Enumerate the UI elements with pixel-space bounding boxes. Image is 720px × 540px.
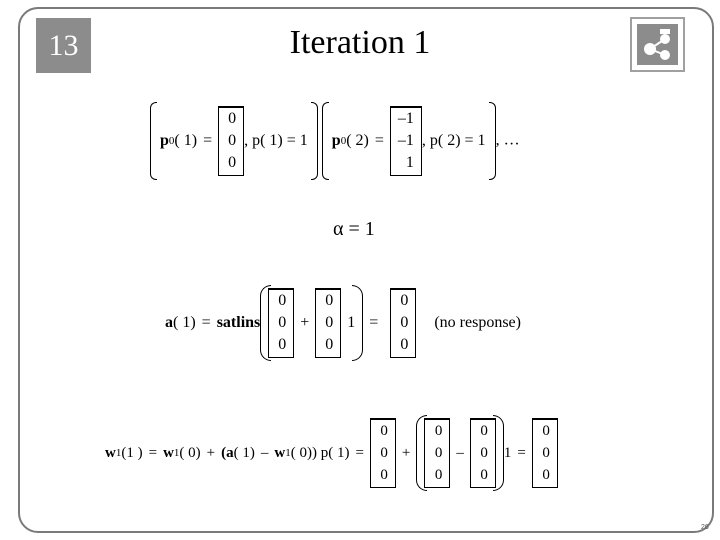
logo-icon xyxy=(630,17,685,72)
vector-cell: 0 xyxy=(480,445,488,461)
w-symbol: w xyxy=(105,444,116,461)
vector-cell: 0 xyxy=(380,467,388,483)
vector-cell: 0 xyxy=(400,292,409,309)
slide-frame xyxy=(18,7,714,533)
vector-cell: 0 xyxy=(278,314,287,331)
p1-vector: 0 0 0 xyxy=(218,106,245,176)
a-symbol: (a xyxy=(221,444,234,461)
adaptive-weight-vector: 0 0 0 xyxy=(315,288,342,358)
vector-cell: 0 xyxy=(380,445,388,461)
slide-title: Iteration 1 xyxy=(289,24,431,61)
vector-cell: 0 xyxy=(542,467,550,483)
vector-cell: 0 xyxy=(480,467,488,483)
p2-vector: –1 –1 1 xyxy=(389,106,422,176)
target-2: , p( 2) = 1 xyxy=(421,132,486,149)
equals-sign: = xyxy=(148,444,158,461)
alpha-symbol: α xyxy=(333,218,344,240)
satlins-function: satlins xyxy=(216,314,261,331)
vector-cell: 0 xyxy=(325,336,334,353)
w-subscript: 1 xyxy=(173,447,180,459)
w-vector: 0 0 0 xyxy=(469,418,496,488)
vector-cell: 0 xyxy=(434,445,443,461)
vector-cell: 0 xyxy=(542,423,550,439)
vector-cell: 0 xyxy=(380,423,388,439)
p-symbol: p xyxy=(160,132,169,149)
vector-cell: 0 xyxy=(542,445,550,461)
alpha-equation: α = 1 xyxy=(333,218,375,241)
minus-sign: – xyxy=(456,444,464,461)
alpha-value: = 1 xyxy=(348,218,375,240)
a-symbol: a xyxy=(165,314,173,331)
w-argument: ( 0) xyxy=(179,444,201,461)
difference-parentheses: 0 0 0 – 0 0 0 xyxy=(416,415,504,491)
vector-cell: 0 xyxy=(228,132,237,149)
vector-cell: 0 xyxy=(480,423,488,439)
p1-argument: ( 1) xyxy=(174,132,198,149)
vector-cell: 0 xyxy=(278,292,287,309)
vector-cell: –1 xyxy=(397,132,414,149)
p-symbol: p xyxy=(331,132,341,149)
plus-sign: + xyxy=(401,444,411,461)
vector-cell: 0 xyxy=(228,110,237,127)
p2-argument: ( 2) xyxy=(346,132,369,149)
scalar-value: 1 xyxy=(347,314,356,331)
update-tail: ( 0)) p( 1) xyxy=(290,444,350,461)
page-number: 26 xyxy=(701,524,709,531)
ellipsis: , … xyxy=(495,131,520,149)
scalar-value: 1 xyxy=(503,444,512,461)
vector-cell: 0 xyxy=(400,336,409,353)
vector-cell: 0 xyxy=(325,314,334,331)
w-argument: (1 ) xyxy=(121,444,143,461)
equals-sign: = xyxy=(203,132,213,149)
w-symbol: w xyxy=(274,444,286,461)
a-argument: ( 1) xyxy=(173,314,196,331)
w-subscript: 1 xyxy=(285,447,291,459)
a-vector: 0 0 0 xyxy=(424,418,451,488)
plus-sign: + xyxy=(206,444,216,461)
vector-cell: 1 xyxy=(405,154,414,171)
w0-vector: 0 0 0 xyxy=(369,418,396,488)
vector-cell: 0 xyxy=(325,292,334,309)
plus-sign: + xyxy=(300,314,310,331)
vector-cell: –1 xyxy=(397,110,414,127)
equals-sign: = xyxy=(369,314,379,331)
output-vector: 0 0 0 xyxy=(390,288,417,358)
equals-sign: = xyxy=(374,132,384,149)
target-1: , p( 1) = 1 xyxy=(244,132,308,149)
w1-result-vector: 0 0 0 xyxy=(531,418,558,488)
minus-sign: – xyxy=(260,444,269,461)
weight-vector: 0 0 0 xyxy=(268,288,295,358)
vector-cell: 0 xyxy=(278,336,287,353)
equals-sign: = xyxy=(201,314,211,331)
w-symbol: w xyxy=(163,444,174,461)
equals-sign: = xyxy=(355,444,364,461)
vector-cell: 0 xyxy=(228,154,237,171)
vector-cell: 0 xyxy=(434,467,443,483)
satlins-parentheses: 0 0 0 + 0 0 0 1 xyxy=(260,285,364,361)
a-argument: ( 1) xyxy=(233,444,255,461)
vector-cell: 0 xyxy=(400,314,409,331)
vector-cell: 0 xyxy=(434,423,443,439)
w-subscript: 1 xyxy=(115,447,122,459)
slide-number-badge: 13 xyxy=(36,18,91,73)
output-equation: a( 1) = satlins 0 0 0 + 0 0 0 1 = 0 0 0 … xyxy=(165,284,521,362)
p-superscript: 0 xyxy=(168,135,175,147)
equals-sign: = xyxy=(517,444,526,461)
no-response-note: (no response) xyxy=(434,314,521,331)
p-superscript: 0 xyxy=(340,135,347,147)
